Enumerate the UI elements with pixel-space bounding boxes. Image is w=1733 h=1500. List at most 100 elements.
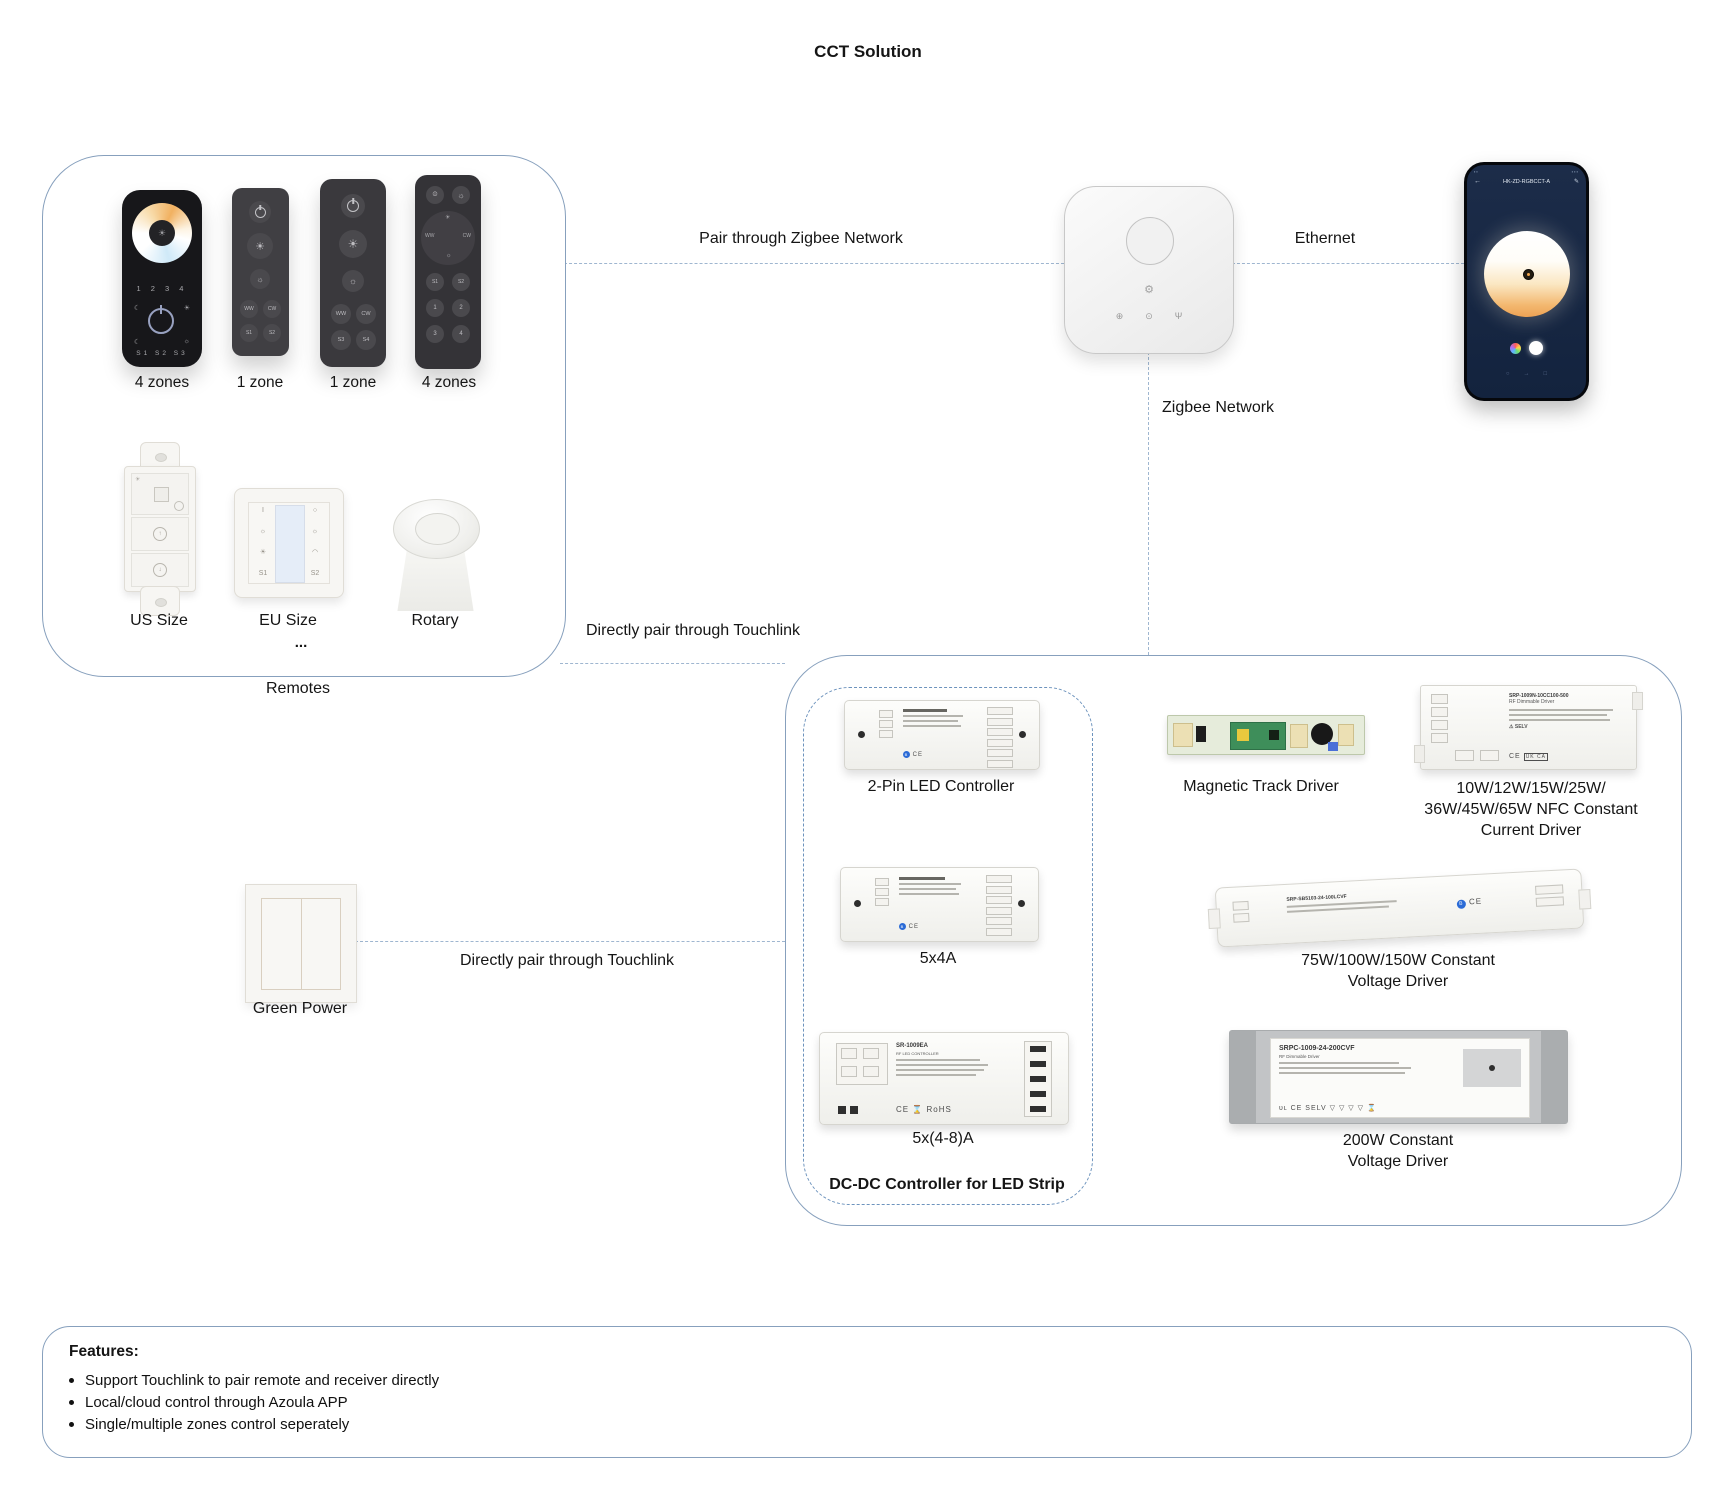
eu-inner-panel: I ☼ ☀ S1 ○ ☼ ◠ S2 — [248, 502, 330, 584]
status-bar-right: ▪▪▪ — [1571, 169, 1579, 174]
caption-nfc-driver: 10W/12W/15W/25W/ 36W/45W/65W NFC Constan… — [1424, 780, 1638, 839]
line-remotes-to-gateway — [564, 263, 1064, 264]
selv-mark: ⚠ SELV — [1509, 723, 1528, 730]
ce-mark: CE — [896, 1105, 910, 1114]
status-bar-left: ▪▪ — [1474, 169, 1479, 174]
remotes-group-label: Remotes — [265, 680, 331, 697]
mounting-flange — [1414, 745, 1425, 763]
zone-label: 4 zones — [421, 374, 477, 391]
scene2-key: S2 — [310, 569, 320, 577]
white-mode-icon — [1529, 341, 1543, 355]
globe-icon: ⊕ — [1115, 311, 1124, 321]
line-remotes-to-receivers — [560, 663, 785, 664]
bluetooth-icon: B — [899, 923, 906, 930]
mounting-flange — [1632, 692, 1643, 710]
features-frame: Features: Support Touchlink to pair remo… — [42, 1326, 1692, 1458]
more-ellipsis: ... — [294, 634, 308, 651]
wall-label: US Size — [130, 612, 188, 629]
model-number: SRP-1009N-10CC100-500 — [1509, 693, 1569, 699]
pair-button — [154, 487, 169, 502]
wheel-pointer — [1523, 269, 1534, 280]
dim-key: ☼ — [259, 527, 267, 535]
brightness-up-icon: ☀ — [247, 233, 273, 259]
zone1-button: 1 — [426, 299, 444, 317]
brightness-icon: ☼ — [452, 186, 470, 204]
arch-key: ◠ — [311, 549, 319, 557]
bullet-icon — [69, 1378, 74, 1383]
phone-bottom-icons: ○ → □ — [1467, 371, 1586, 377]
on-key: I — [262, 507, 264, 514]
antenna-icon: Ψ — [1174, 311, 1183, 321]
ul-mark: ᴜʟ — [1279, 1105, 1288, 1112]
model-number: SRP-SB5103-24-100LCVF — [1286, 893, 1347, 903]
cv-driver-200w-device: SRPC-1009-24-200CVF RF Dimmable Driver ᴜ… — [1229, 1030, 1568, 1124]
wall-label: Rotary — [411, 612, 459, 629]
nfc-cc-driver-device: SRP-1009N-10CC100-500 RF Dimmable Driver… — [1414, 685, 1643, 770]
scene1-button: S1 — [426, 273, 444, 291]
ce-mark: CE — [912, 752, 924, 758]
power-icon — [148, 305, 174, 334]
scene-buttons: S1 S2 S3 — [136, 350, 188, 357]
remote-4zone-buttons: ⏼ ☼ ☀ WW CW ☼ S1 S2 1 2 3 4 — [415, 175, 481, 369]
gear-icon: ⚙ — [1144, 284, 1154, 296]
connector — [1290, 724, 1308, 748]
bullet-icon — [69, 1400, 74, 1405]
eu-size-switch: I ☼ ☀ S1 ○ ☼ ◠ S2 — [234, 488, 344, 598]
capacitor — [1328, 742, 1338, 751]
app-title: HK-ZD-RGBCCT-A — [1502, 179, 1551, 185]
dip-switch — [1237, 729, 1249, 741]
rotary-center — [415, 513, 460, 545]
caption-track-driver: Magnetic Track Driver — [1183, 778, 1339, 795]
cct-color-wheel — [1484, 231, 1570, 317]
model-number: SR-1009EA — [896, 1043, 929, 1049]
input-terminals — [1232, 900, 1250, 923]
warm-white-button: WW — [240, 300, 258, 318]
sun-icon: ☀ — [135, 477, 141, 483]
ic-chip — [1269, 730, 1279, 740]
dcdc-controller-frame — [803, 687, 1093, 1205]
input-terminals — [879, 710, 893, 738]
end-cap — [1541, 1031, 1567, 1123]
page-title: CCT Solution — [814, 42, 922, 61]
pins — [838, 1106, 860, 1114]
rocker-area — [261, 898, 341, 990]
eu-center-strip — [275, 505, 305, 583]
rocker-divider — [301, 899, 302, 989]
gateway-status-icons: ⊕ ⊙ Ψ — [1065, 311, 1233, 322]
bullet-icon — [69, 1422, 74, 1427]
cool-white-button: CW — [356, 304, 376, 324]
two-pin-led-controller-device: B CE — [844, 700, 1040, 770]
component — [1196, 726, 1206, 742]
device-label: SR-1009EA RF LED CONTROLLER CE ⌛ RoHS — [896, 1043, 1008, 1114]
settings-icon: □ — [1543, 371, 1548, 377]
sun-icon: ☀ — [445, 215, 451, 221]
inductor — [1311, 723, 1333, 745]
ce-mark: CE — [1290, 1105, 1303, 1112]
selv-mark: SELV — [1305, 1105, 1327, 1112]
device-label: SRP-1009N-10CC100-500 RF Dimmable Driver… — [1509, 693, 1629, 761]
dim-icon: ☼ — [446, 253, 452, 259]
pcb-module — [1230, 722, 1286, 750]
bulb-down-icon: ↓ — [153, 563, 167, 577]
features-list: Support Touchlink to pair remote and rec… — [43, 1367, 1643, 1433]
line-gateway-to-receivers — [1148, 352, 1149, 655]
scene2-button: S2 — [452, 273, 470, 291]
label-touchlink-remote: Directly pair through Touchlink — [585, 622, 801, 639]
power-status-icon: ⊙ — [1145, 311, 1153, 321]
zone3-button: 3 — [426, 325, 444, 343]
eu-left-keys: I ☼ ☀ S1 — [253, 507, 273, 577]
circle-icon — [174, 501, 184, 511]
dcdc-group-label: DC-DC Controller for LED Strip — [829, 1176, 1065, 1193]
label-ethernet: Ethernet — [1294, 230, 1356, 247]
smartphone: ▪▪ ▪▪▪ ← HK-ZD-RGBCCT-A ✎ ○ → □ — [1464, 162, 1589, 401]
brightness-down-icon: ☼ — [250, 269, 270, 289]
line-gateway-to-phone — [1232, 263, 1464, 264]
caption-2pin: 2-Pin LED Controller — [867, 778, 1015, 795]
brightness-icon: ☀ — [149, 220, 175, 246]
line-greenpower-to-receivers — [355, 941, 785, 942]
power-icon — [249, 201, 271, 223]
ukca-mark: UK CA — [1523, 753, 1548, 761]
us-size-switch: ☀ ↑ ↓ — [124, 442, 196, 616]
zone4-button: 4 — [452, 325, 470, 343]
